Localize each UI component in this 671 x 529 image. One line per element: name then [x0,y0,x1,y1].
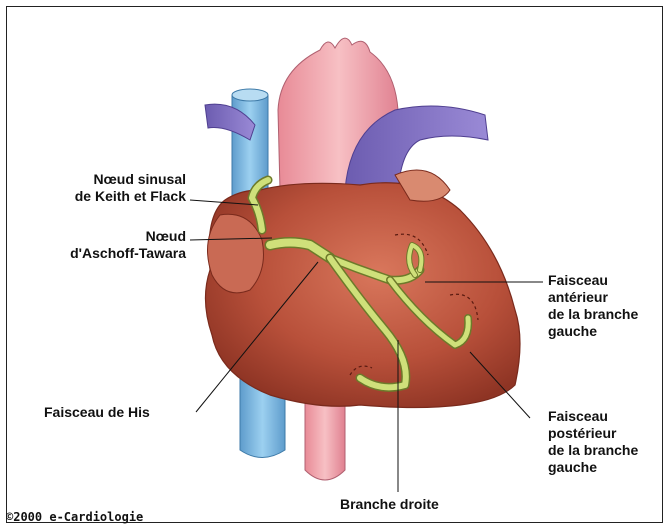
label-anterior-line4: gauche [548,323,638,340]
label-sa-node: Nœud sinusal de Keith et Flack [36,171,186,205]
label-anterior-line2: antérieur [548,289,638,306]
label-anterior-line1: Faisceau [548,272,638,289]
label-posterior-line4: gauche [548,459,638,476]
label-posterior-line3: de la branche [548,442,638,459]
label-anterior-line3: de la branche [548,306,638,323]
label-his-bundle-line1: Faisceau de His [44,404,150,421]
label-sa-node-line1: Nœud sinusal [36,171,186,188]
label-right-branch: Branche droite [340,496,439,513]
label-sa-node-line2: de Keith et Flack [36,188,186,205]
label-posterior-line2: postérieur [548,425,638,442]
label-right-branch-line1: Branche droite [340,496,439,513]
label-anterior-fascicle: Faisceau antérieur de la branche gauche [548,272,638,340]
label-av-node-line2: d'Aschoff-Tawara [36,245,186,262]
label-av-node-line1: Nœud [36,228,186,245]
copyright-credit: ©2000 e-Cardiologie [6,510,143,524]
descending-aorta [305,400,345,480]
label-posterior-line1: Faisceau [548,408,638,425]
label-av-node: Nœud d'Aschoff-Tawara [36,228,186,262]
label-his-bundle: Faisceau de His [44,404,150,421]
label-posterior-fascicle: Faisceau postérieur de la branche gauche [548,408,638,476]
